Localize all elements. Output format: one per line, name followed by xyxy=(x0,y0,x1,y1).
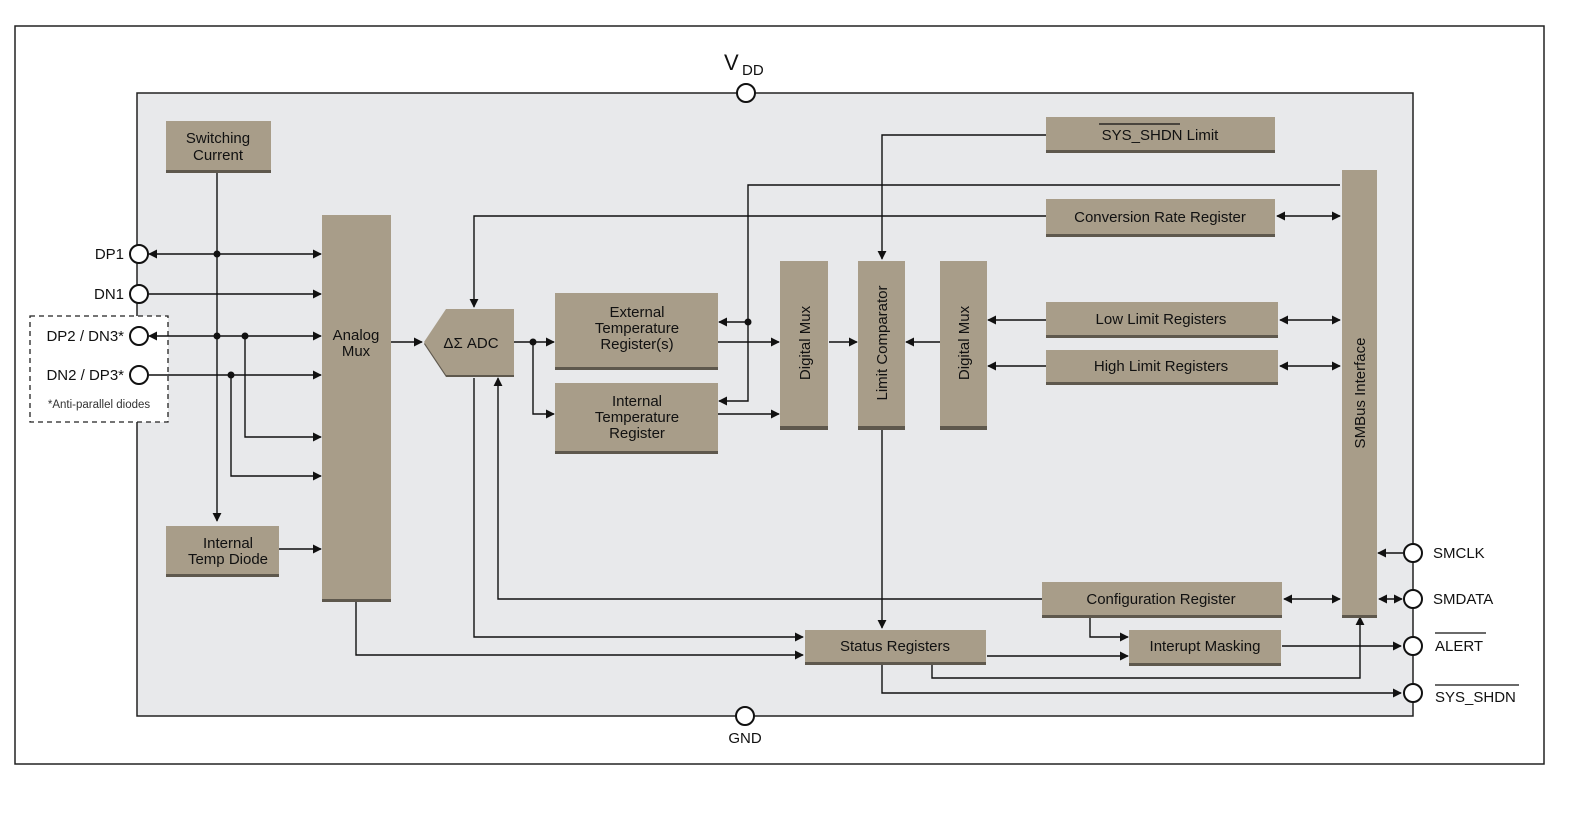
dp2-dn3-label: DP2 / DN3* xyxy=(46,328,124,345)
analog-mux-label-2: Mux xyxy=(342,343,371,360)
conversion-rate-label: Conversion Rate Register xyxy=(1074,209,1246,226)
vdd-pin xyxy=(736,83,756,103)
vdd-label: V xyxy=(724,50,739,75)
internal-temp-diode-block: Internal Temp Diode xyxy=(166,526,279,577)
sys-shdn-pin xyxy=(1403,683,1423,703)
digital-mux-right-label: Digital Mux xyxy=(956,305,973,380)
digital-mux-right-block: Digital Mux xyxy=(940,261,987,430)
external-temp-register-block: External Temperature Register(s) xyxy=(555,293,718,370)
interrupt-masking-label: Interupt Masking xyxy=(1150,638,1261,655)
sys-shdn-label: SYS_SHDN xyxy=(1435,689,1516,706)
gnd-pin xyxy=(735,706,755,726)
smbus-interface-block: SMBus Interface xyxy=(1342,170,1377,618)
smclk-label: SMCLK xyxy=(1433,545,1485,562)
low-limit-label: Low Limit Registers xyxy=(1096,311,1227,328)
gnd-label: GND xyxy=(728,730,762,747)
alert-pin xyxy=(1403,636,1423,656)
internal-temp-label-1: Internal xyxy=(612,393,662,410)
status-registers-block: Status Registers xyxy=(805,630,986,665)
switching-current-block: Switching Current xyxy=(166,121,271,173)
sys-shdn-limit-block: SYS_SHDN Limit xyxy=(1046,117,1275,153)
interrupt-masking-block: Interupt Masking xyxy=(1129,630,1281,666)
digital-mux-left-label: Digital Mux xyxy=(797,305,814,380)
dp2-dn3-pin xyxy=(129,326,149,346)
analog-mux-block: Analog Mux xyxy=(322,215,391,602)
smclk-pin xyxy=(1403,543,1423,563)
switching-current-label-2: Current xyxy=(193,147,244,164)
limit-comparator-label: Limit Comparator xyxy=(874,285,891,400)
anti-parallel-note: *Anti-parallel diodes xyxy=(48,399,151,411)
internal-temp-register-block: Internal Temperature Register xyxy=(555,383,718,454)
internal-temp-label-2: Temperature xyxy=(595,409,679,426)
digital-mux-left-block: Digital Mux xyxy=(780,261,828,430)
analog-mux-label-1: Analog xyxy=(333,327,380,344)
conversion-rate-register-block: Conversion Rate Register xyxy=(1046,199,1275,237)
internal-temp-diode-label-1: Internal xyxy=(203,535,253,552)
high-limit-registers-block: High Limit Registers xyxy=(1046,350,1278,385)
dp1-label: DP1 xyxy=(95,246,124,263)
adc-block: ΔΣ ADC xyxy=(424,309,514,377)
configuration-register-label: Configuration Register xyxy=(1086,591,1235,608)
external-temp-label-1: External xyxy=(609,304,664,321)
dn1-label: DN1 xyxy=(94,286,124,303)
sys-shdn-limit-label: SYS_SHDN Limit xyxy=(1102,127,1220,144)
vdd-subscript: DD xyxy=(742,62,764,79)
dn1-pin xyxy=(129,284,149,304)
external-temp-label-3: Register(s) xyxy=(600,336,673,353)
configuration-register-block: Configuration Register xyxy=(1042,582,1282,618)
dn2-dp3-pin xyxy=(129,365,149,385)
status-registers-label: Status Registers xyxy=(840,638,950,655)
adc-label: ΔΣ ADC xyxy=(443,335,498,352)
smdata-label: SMDATA xyxy=(1433,591,1493,608)
switching-current-label-1: Switching xyxy=(186,130,250,147)
high-limit-label: High Limit Registers xyxy=(1094,358,1228,375)
low-limit-registers-block: Low Limit Registers xyxy=(1046,302,1278,338)
internal-temp-label-3: Register xyxy=(609,425,665,442)
internal-temp-diode-label-2: Temp Diode xyxy=(188,551,268,568)
smdata-pin xyxy=(1403,589,1423,609)
dn2-dp3-label: DN2 / DP3* xyxy=(46,367,124,384)
limit-comparator-block: Limit Comparator xyxy=(858,261,905,430)
smbus-interface-label: SMBus Interface xyxy=(1352,338,1369,449)
external-temp-label-2: Temperature xyxy=(595,320,679,337)
dp1-pin xyxy=(129,244,149,264)
alert-label: ALERT xyxy=(1435,638,1483,655)
